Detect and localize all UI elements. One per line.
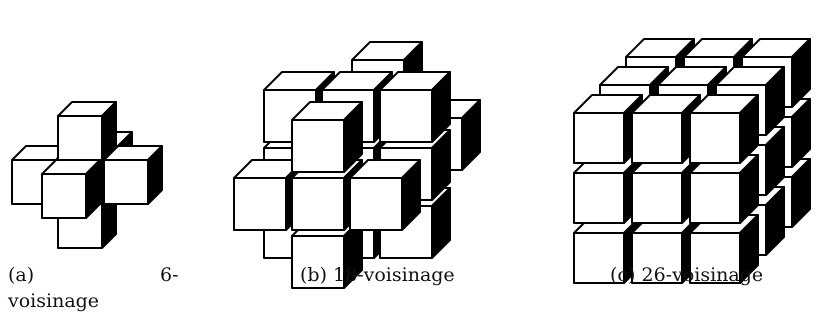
caption-a-label: (a) bbox=[8, 264, 35, 286]
cube-front-face bbox=[291, 235, 345, 289]
cube bbox=[103, 145, 163, 205]
diagram-18-voisinage bbox=[233, 41, 481, 289]
cube-front-face bbox=[689, 232, 741, 284]
cube-front-face bbox=[103, 159, 149, 205]
cube bbox=[41, 159, 101, 219]
cube-front-face bbox=[573, 112, 625, 164]
cube-front-face bbox=[379, 89, 433, 143]
cube-front-face bbox=[233, 177, 287, 231]
caption-a-number: 6- bbox=[160, 264, 179, 286]
diagram-26-voisinage bbox=[573, 38, 811, 284]
cube-front-face bbox=[291, 177, 345, 231]
cube-front-face bbox=[41, 173, 87, 219]
cube-front-face bbox=[631, 172, 683, 224]
cube-front-face bbox=[689, 172, 741, 224]
cube-front-face bbox=[349, 177, 403, 231]
cube-front-face bbox=[291, 119, 345, 173]
caption-b: (b) 18-voisinage bbox=[300, 264, 455, 286]
diagram-6-voisinage bbox=[11, 101, 163, 249]
cube bbox=[349, 159, 421, 231]
cube-front-face bbox=[689, 112, 741, 164]
cube-front-face bbox=[631, 232, 683, 284]
cube-front-face bbox=[573, 172, 625, 224]
cube-front-face bbox=[57, 115, 103, 161]
cube bbox=[291, 101, 363, 173]
cube bbox=[689, 94, 759, 164]
cube-front-face bbox=[573, 232, 625, 284]
cube-front-face bbox=[631, 112, 683, 164]
cube bbox=[689, 154, 759, 224]
cube bbox=[379, 71, 451, 143]
caption-a-word: voisinage bbox=[8, 290, 100, 312]
caption-c: (c) 26-voisinage bbox=[610, 264, 764, 286]
cube bbox=[57, 101, 117, 161]
